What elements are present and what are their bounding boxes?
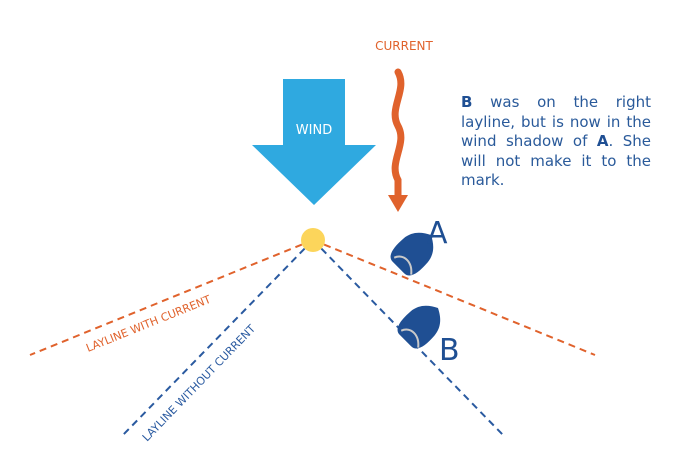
layline-with-current-right	[312, 239, 596, 356]
buoy-mark-icon	[301, 228, 325, 252]
current-arrow	[388, 68, 408, 212]
note-text-2: . She will not make it to the mark.	[461, 132, 651, 189]
note-boat-b: B	[461, 93, 473, 111]
layline-without-current-left	[122, 239, 314, 436]
boat-b-label: B	[439, 333, 460, 368]
boat-a-label: A	[427, 216, 448, 251]
note-text-1: was on the right layline, but is now in …	[461, 93, 651, 150]
explanation-note: B was on the right layline, but is now i…	[461, 93, 651, 191]
current-label: CURRENT	[375, 39, 433, 53]
wind-label: WIND	[296, 123, 332, 138]
layline-without-current-label: LAYLINE WITHOUT CURRENT	[140, 322, 258, 444]
note-boat-a: A	[596, 132, 609, 150]
sailboat-icon	[390, 232, 434, 276]
layline-with-current-left	[29, 239, 314, 356]
wind-arrow: WIND	[252, 79, 376, 205]
layline-with-current-label: LAYLINE WITH CURRENT	[84, 293, 213, 355]
sailboat-icon	[397, 305, 441, 349]
